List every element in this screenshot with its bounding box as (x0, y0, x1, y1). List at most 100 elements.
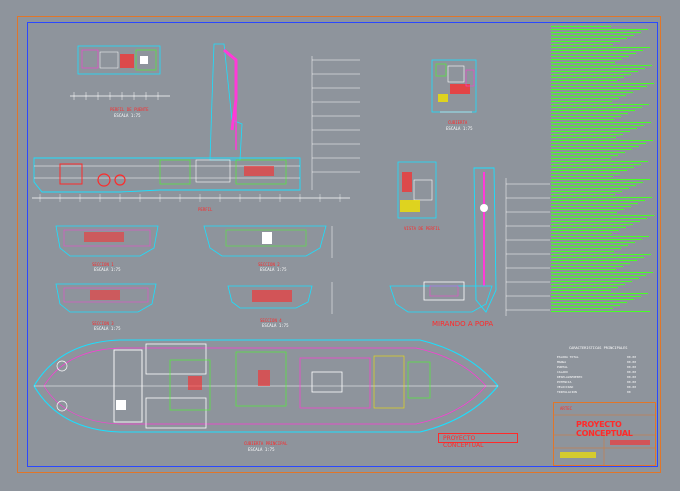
spec-row-label: TRIPULACION (557, 390, 577, 394)
note-line (551, 53, 636, 54)
label-main-deck: CUBIERTA PRINCIPAL (244, 441, 288, 446)
stern-and-side-views (389, 161, 550, 316)
note-line (551, 98, 619, 99)
note-line (551, 140, 653, 141)
note-line (551, 188, 629, 189)
note-line (551, 56, 629, 57)
spec-row-value: 00.00 (627, 370, 637, 374)
note-line (551, 266, 623, 267)
deck-plan-small (431, 59, 477, 113)
note-line (551, 251, 614, 252)
note-line (551, 233, 612, 234)
note-line (551, 164, 641, 165)
note-line (551, 203, 638, 204)
spec-row-label: PUNTAL (557, 365, 568, 369)
note-line (551, 173, 620, 174)
note-line (551, 137, 616, 138)
note-line (551, 110, 635, 111)
note-line (551, 218, 647, 219)
label-profile: PERFIL (198, 207, 213, 212)
label-looking-aft: MIRANDO A POPA (432, 320, 494, 328)
label-section-1: SECCION 1 (92, 262, 114, 267)
note-line (551, 308, 613, 309)
label-section-3-scale: ESCALA 1:75 (94, 326, 121, 331)
label-section-2-scale: ESCALA 1:75 (260, 267, 287, 272)
note-line (551, 125, 644, 126)
note-line (551, 245, 628, 246)
main-characteristics-table: CARACTERISTICAS PRINCIPALES ESLORA TOTAL… (555, 346, 655, 402)
spec-row-label: DESPLAZAMIENTO (557, 375, 583, 379)
note-line (551, 26, 611, 27)
note-line (551, 200, 645, 201)
note-line (551, 86, 647, 87)
main-profile-view (32, 43, 360, 202)
title-block-lines (553, 414, 656, 466)
note-line (551, 272, 653, 273)
note-line (551, 119, 614, 120)
label-section-1-scale: ESCALA 1:75 (94, 267, 121, 272)
note-line (551, 143, 646, 144)
spec-row-label: POTENCIA (557, 380, 572, 384)
note-line (551, 95, 626, 96)
note-line (551, 74, 631, 75)
note-line (551, 227, 626, 228)
note-line (551, 131, 630, 132)
spec-row-label: MANGA (557, 360, 567, 364)
note-line (551, 311, 650, 312)
note-line (551, 35, 634, 36)
spec-row-label: ESLORA TOTAL (557, 355, 579, 359)
note-line (551, 128, 637, 129)
note-line (551, 239, 642, 240)
main-deck-plan (33, 339, 499, 433)
conceptual-stamp: PROYECTO CONCEPTUAL (438, 433, 518, 449)
spec-title: CARACTERISTICAS PRINCIPALES (569, 346, 628, 350)
note-line (551, 80, 617, 81)
note-line (551, 299, 634, 300)
note-line (551, 152, 625, 153)
note-line (551, 197, 652, 198)
note-line (551, 194, 615, 195)
note-line (551, 236, 649, 237)
note-line (551, 89, 640, 90)
label-bridge-profile-scale: ESCALA 1:75 (114, 113, 141, 118)
note-line (551, 257, 644, 258)
note-line (551, 179, 650, 180)
spec-row-value: 00.00 (627, 355, 637, 359)
spec-row-value: 00 (627, 390, 631, 394)
note-line (551, 185, 636, 186)
note-line (551, 134, 623, 135)
note-line (551, 122, 651, 123)
note-line (551, 155, 618, 156)
note-line (551, 50, 643, 51)
note-line (551, 296, 641, 297)
brand-logo: ARTEC (560, 406, 573, 411)
note-line (551, 278, 639, 279)
label-section-2: SECCION 2 (258, 262, 280, 267)
note-line (551, 248, 621, 249)
note-line (551, 116, 621, 117)
note-line (551, 176, 613, 177)
note-line (551, 293, 648, 294)
note-line (551, 260, 637, 261)
label-deck: CUBIERTA (448, 120, 468, 125)
spec-row-value: 00.00 (627, 365, 637, 369)
label-section-4: SECCION 4 (260, 318, 282, 323)
bridge-profile-view (70, 45, 170, 100)
note-line (551, 77, 624, 78)
project-title: PROYECTO CONCEPTUAL (576, 420, 633, 438)
cross-sections (55, 225, 333, 314)
label-section-4-scale: ESCALA 1:75 (262, 323, 289, 328)
stamp-text: PROYECTO CONCEPTUAL (443, 435, 484, 449)
note-line (551, 68, 645, 69)
note-line (551, 182, 643, 183)
label-side-view: VISTA DE PERFIL (404, 226, 441, 231)
note-line (551, 41, 620, 42)
note-line (551, 65, 652, 66)
note-line (551, 101, 612, 102)
spec-row-label: CALADO (557, 370, 568, 374)
note-line (551, 47, 650, 48)
note-line (551, 104, 649, 105)
spec-row-value: 00.00 (627, 360, 637, 364)
